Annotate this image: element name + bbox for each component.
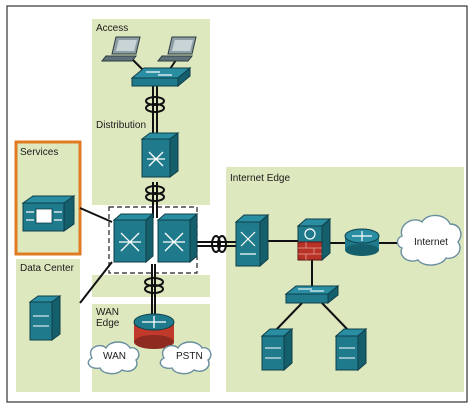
server-icon [260,327,294,372]
cloud-icon [159,341,212,375]
cloud-icon [396,214,462,266]
services-label: Services [20,147,59,158]
multilayer-switch-icon [112,212,155,264]
multilayer-switch-icon [140,132,180,178]
multilayer-switch-icon [156,212,199,264]
laptop-icon [100,36,141,62]
wan-cloud-label: WAN [103,351,126,362]
firewall-icon [296,217,332,262]
internet-edge-label: Internet Edge [230,173,291,184]
cloud-icon [87,341,140,375]
wan-edge-label-line2: Edge [96,318,120,329]
multilayer-switch-icon [234,213,270,268]
server-icon [334,327,368,372]
access-label: Access [96,23,129,34]
switch-icon [130,66,192,88]
router-icon [133,313,175,349]
router-icon [344,228,380,256]
link-bundles [144,96,227,294]
switch-icon [284,284,340,305]
pstn-cloud-label: PSTN [176,351,203,362]
distribution-label: Distribution [96,120,147,131]
wan-edge-label-line1: WAN [96,307,119,318]
data-center-label: Data Center [20,263,74,274]
server-icon [28,295,62,341]
internet-cloud-label: Internet [414,237,448,248]
laptop-icon [156,36,197,62]
content-engine-icon [21,195,76,232]
